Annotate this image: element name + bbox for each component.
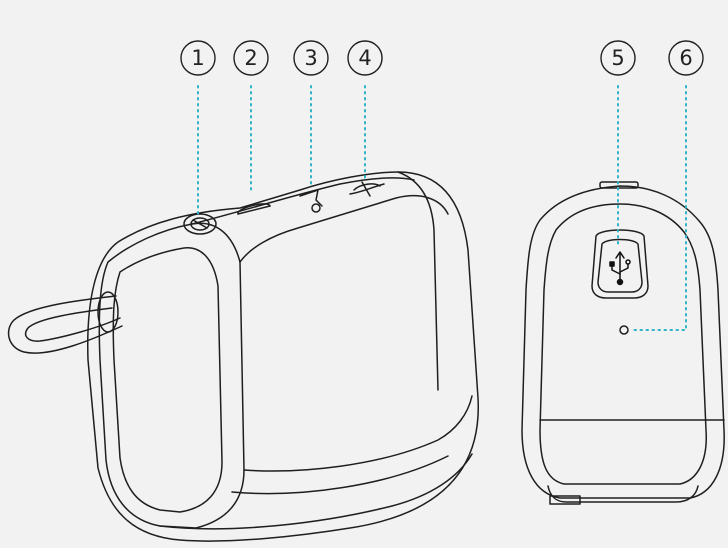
callout-number-2: 2 xyxy=(244,46,257,70)
carry-strap xyxy=(9,292,122,353)
bluetooth-indicator xyxy=(238,204,270,214)
callout-number-4: 4 xyxy=(358,46,371,70)
speaker-side-view xyxy=(9,172,479,541)
callout-number-3: 3 xyxy=(304,46,317,70)
microphone-hole xyxy=(620,326,628,334)
speaker-body-outline xyxy=(88,172,479,541)
speaker-back-view xyxy=(522,182,724,504)
callout-number-1: 1 xyxy=(191,46,204,70)
pairing-button[interactable] xyxy=(350,182,384,196)
callout-number-5: 5 xyxy=(611,46,624,70)
usb-port[interactable] xyxy=(592,230,648,298)
callout-number-6: 6 xyxy=(679,46,692,70)
